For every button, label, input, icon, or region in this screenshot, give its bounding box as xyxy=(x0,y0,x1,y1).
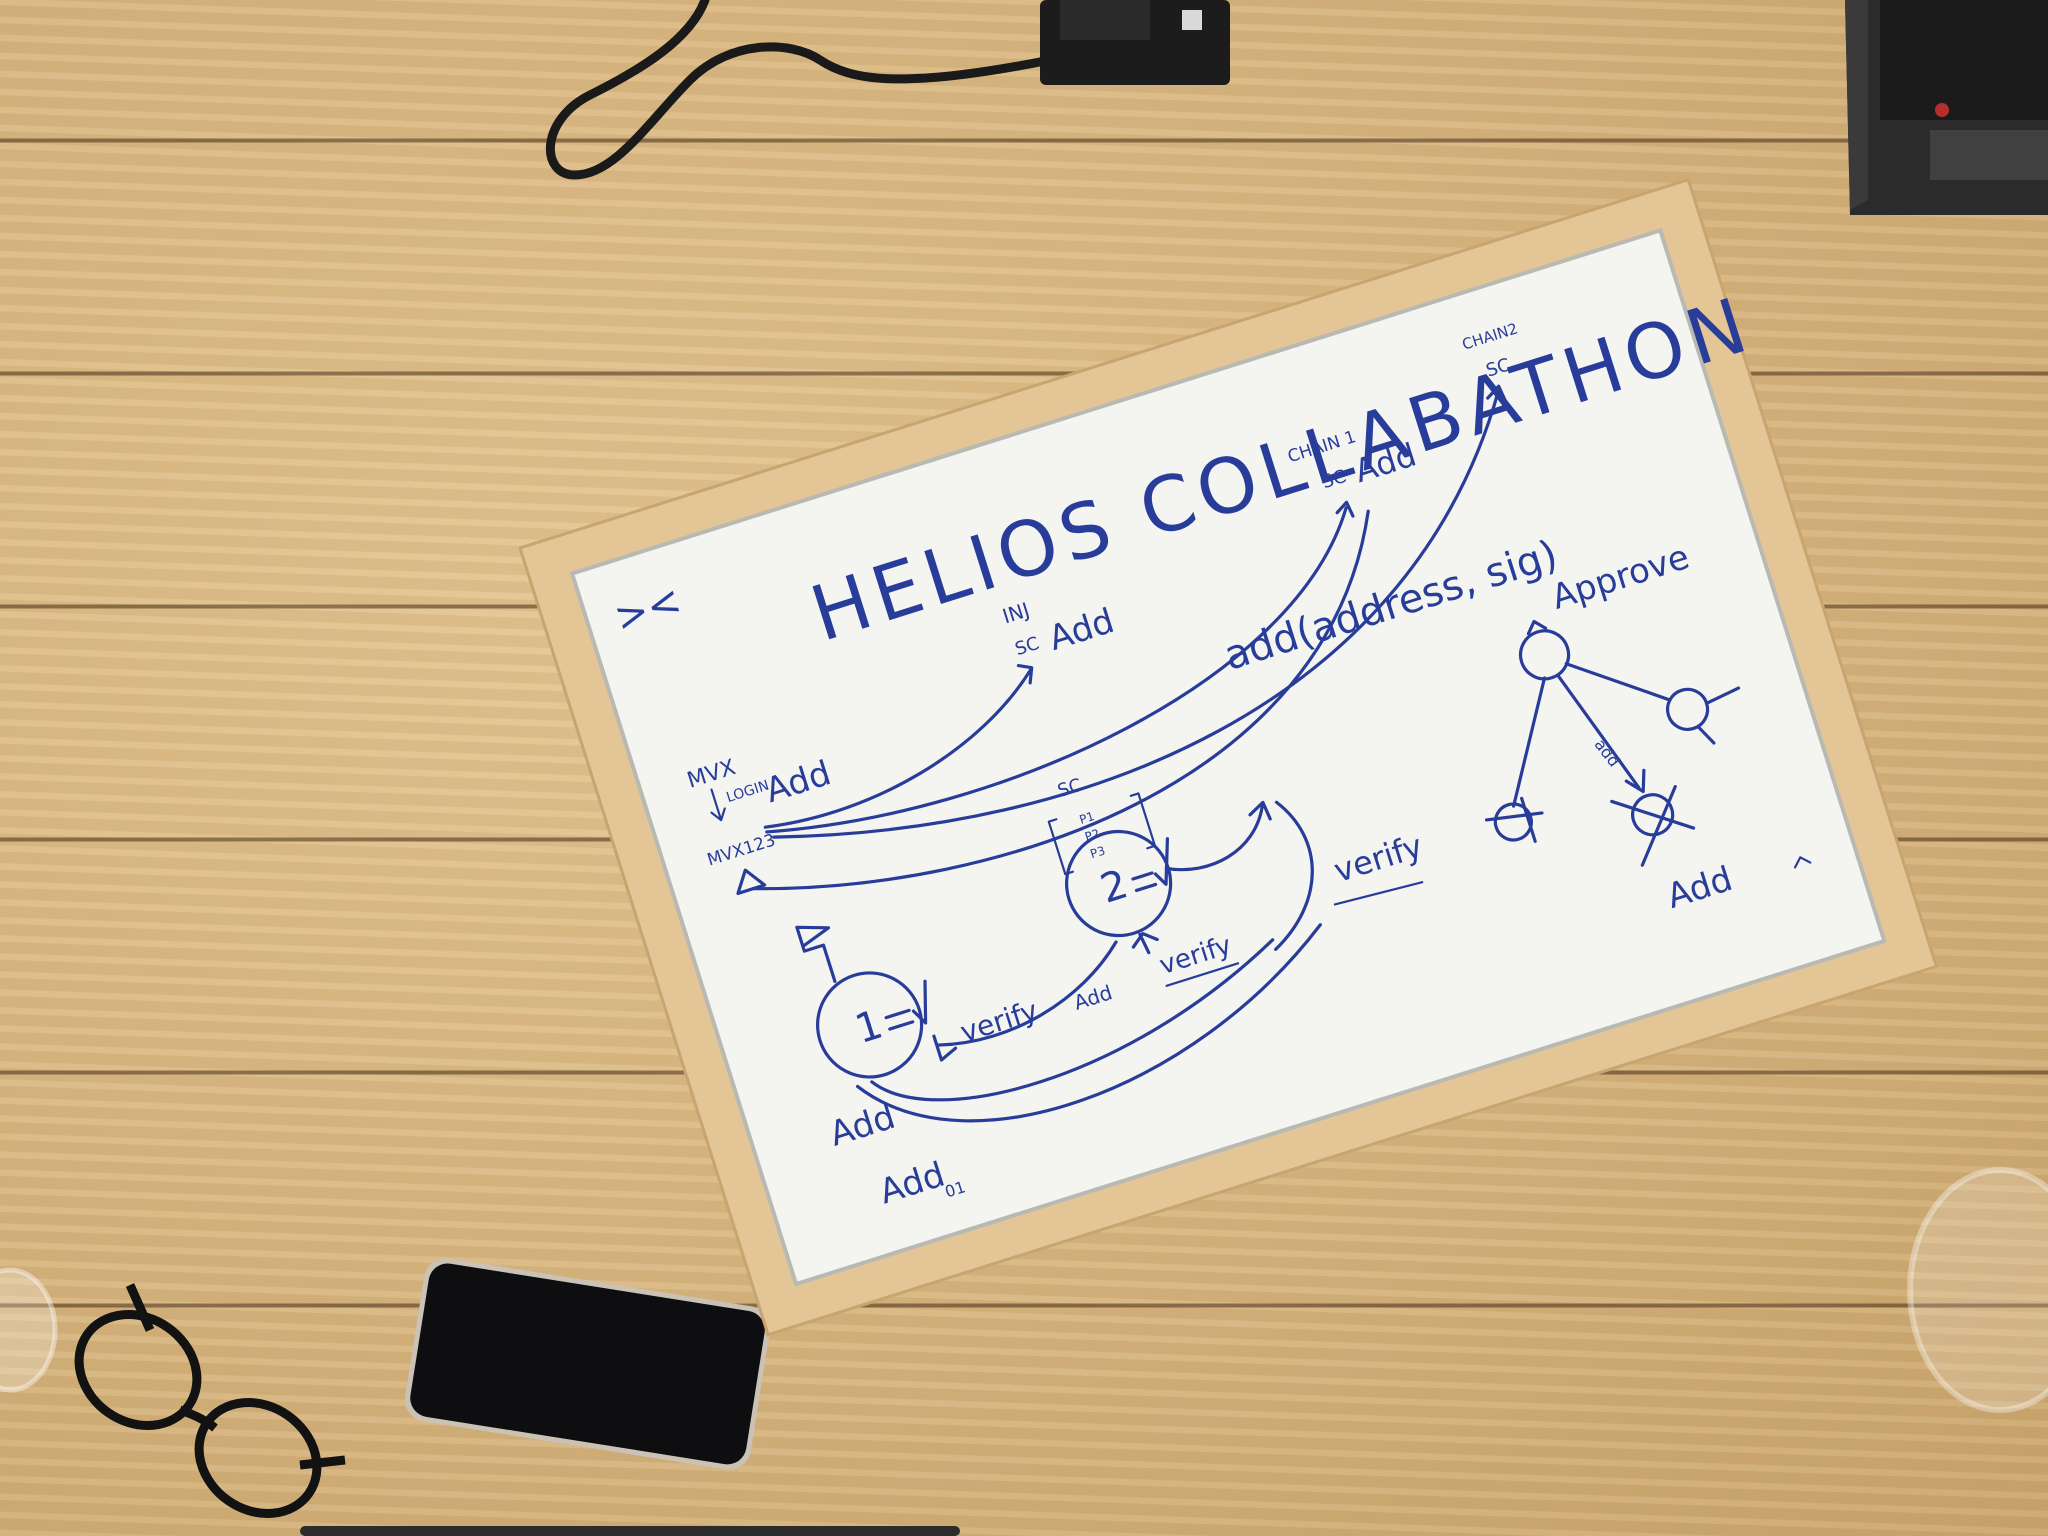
bottom-loop-2 xyxy=(855,923,1322,1123)
mvx-triangle xyxy=(736,868,767,896)
tree-node-left xyxy=(1493,802,1533,842)
whiteboard-surface xyxy=(572,230,1885,1285)
flag-icon xyxy=(795,925,837,983)
arrow-to-chain2 xyxy=(772,389,1500,839)
list-item-2: P2 xyxy=(1083,826,1101,844)
glass xyxy=(1907,1167,2048,1413)
glass-left xyxy=(0,1267,58,1393)
tree-root xyxy=(1518,629,1571,681)
arrow-to-inj xyxy=(763,668,1032,829)
bottom-object-edge xyxy=(300,1526,960,1536)
eyeglasses xyxy=(74,1283,346,1518)
return-arrow xyxy=(751,509,1370,891)
smartphone xyxy=(404,1258,771,1470)
arrow-to-chain1 xyxy=(765,506,1348,834)
tree-node-bottom xyxy=(1631,793,1675,837)
verify-arrow-1 xyxy=(937,940,1118,1047)
list-item-1: P1 xyxy=(1078,809,1096,827)
whiteboard: HELIOS COLLABATHON >< MVX LOGIN Add MVX1… xyxy=(518,177,1939,1337)
cable xyxy=(545,0,1230,180)
list-item-3: P3 xyxy=(1089,843,1107,861)
bottom-loop-1 xyxy=(870,938,1275,1102)
node-1 xyxy=(816,971,924,1079)
arrow-to-goal xyxy=(1164,805,1264,872)
laptop xyxy=(1845,0,2048,215)
login-arrow xyxy=(710,788,726,822)
